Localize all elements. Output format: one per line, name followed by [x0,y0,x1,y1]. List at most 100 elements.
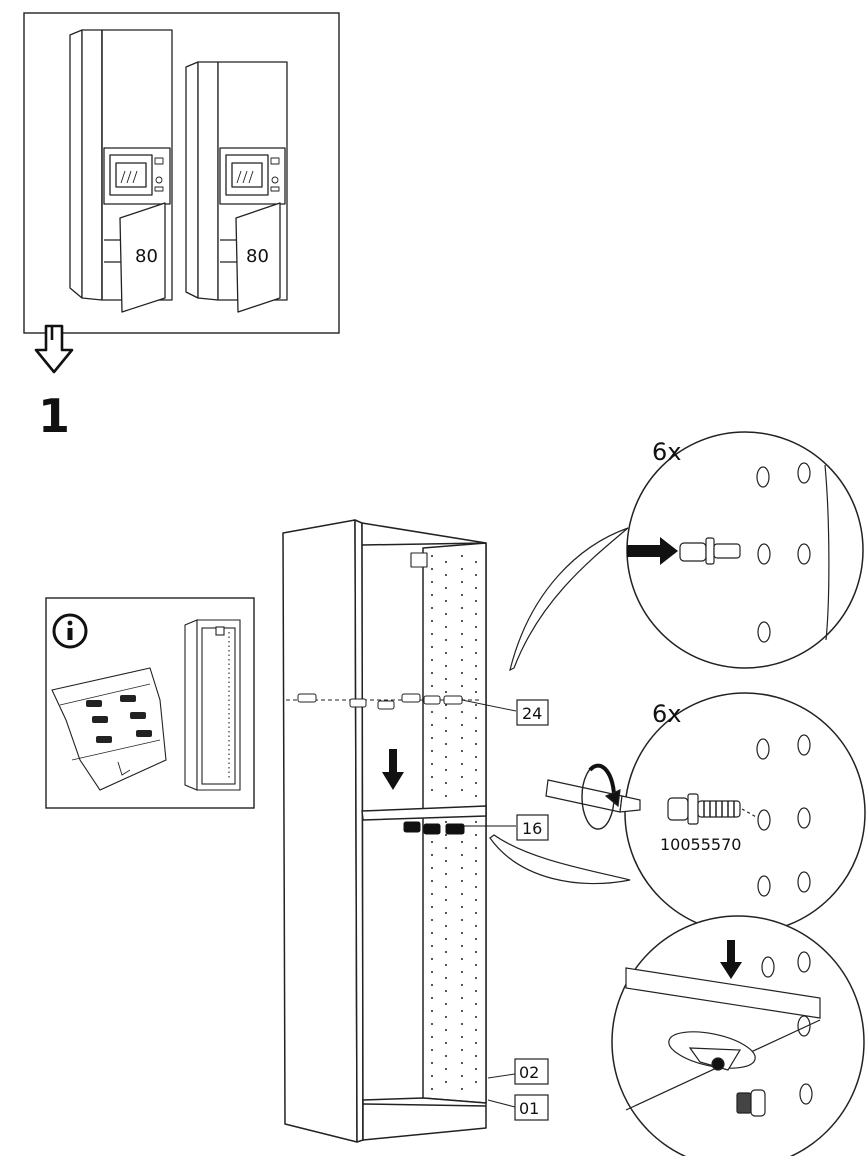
hole-dot [475,613,477,615]
hole-dot [475,821,477,823]
hole-dot [445,1003,447,1005]
hardware-bag [51,667,167,791]
hole-dot [445,1081,447,1083]
hole-dot [461,789,463,791]
hole-dot [475,1081,477,1083]
hole-dot [461,1023,463,1025]
hole-dot [445,1016,447,1018]
hole-dot [461,1075,463,1077]
hole-dot [445,1029,447,1031]
hole-dot [475,730,477,732]
hole-dot [431,841,433,843]
hole-dot [461,776,463,778]
screw [667,793,759,825]
hole-dot [475,886,477,888]
hole-dot [461,945,463,947]
hole-dot [431,854,433,856]
screwdriver [545,763,641,830]
hole-dot [461,841,463,843]
hole-dot [431,750,433,752]
hole-dot [475,1055,477,1057]
svg-text:24: 24 [522,704,542,723]
hole-dot [431,620,433,622]
hole-dot [475,990,477,992]
hole-dot [461,724,463,726]
hole-dot [445,886,447,888]
preview-cabinet-right-label: 80 [246,246,269,267]
hole-dot [431,672,433,674]
hole-dot [461,919,463,921]
hole-dot [445,1055,447,1057]
hole-dot [475,600,477,602]
hole-dot [475,1029,477,1031]
preview-panel: 80 80 [23,12,340,334]
hole-dot [431,607,433,609]
hole-dot [461,581,463,583]
hole-dot [461,672,463,674]
hole-dot [475,1042,477,1044]
hole-dot [475,587,477,589]
hole-dot [431,659,433,661]
hole-dot [445,626,447,628]
hole-dot [445,678,447,680]
hole-dot [431,789,433,791]
hole-dot [461,620,463,622]
hole-dot [461,659,463,661]
preview-cabinet-left-label: 80 [135,246,158,267]
hole-dot [431,1036,433,1038]
hole-dot [461,1062,463,1064]
hole-dot [431,1088,433,1090]
hole-dot [431,633,433,635]
hole-dot [461,906,463,908]
hole-dot [445,795,447,797]
hole-dot [445,561,447,563]
hole-dot [431,555,433,557]
hole-dot [445,964,447,966]
svg-text:16: 16 [522,819,542,838]
hole-dot [461,971,463,973]
hole-dot [475,782,477,784]
hole-dot [431,737,433,739]
hole-dot [461,646,463,648]
hole-dot [431,581,433,583]
hole-dot [431,867,433,869]
preview-cabinet-left: 80 [69,29,173,313]
callout-shelf-detail [611,915,865,1156]
hole-dot [461,854,463,856]
hole-dot [475,951,477,953]
hole-dot [431,932,433,934]
hole-dot [475,743,477,745]
hole-dot [445,821,447,823]
info-icon [52,613,88,649]
hole-dot [475,977,477,979]
hole-dot [445,925,447,927]
callout-screws-qty: 6x [652,700,681,728]
hole-dot [431,763,433,765]
hole-dot [475,860,477,862]
hole-dot [475,652,477,654]
shelf-pins [286,693,517,712]
hole-dot [475,938,477,940]
hole-dot [461,737,463,739]
svg-text:02: 02 [519,1063,539,1082]
hole-dot [431,568,433,570]
part-label-shelf-pin: 24 [516,699,549,726]
hole-dot [475,1068,477,1070]
hole-dot [431,971,433,973]
hole-dot [431,646,433,648]
shelf-down-arrow-icon [382,749,404,790]
hole-dot [445,782,447,784]
svg-text:01: 01 [519,1099,539,1118]
hole-dot [431,685,433,687]
hole-dot [445,613,447,615]
hole-dot [445,938,447,940]
hole-dot [445,691,447,693]
hole-dot [475,964,477,966]
hole-dot [461,750,463,752]
detail-down-arrow-icon [720,940,742,979]
hole-dot [475,665,477,667]
hole-dot [475,873,477,875]
hole-dot [431,1075,433,1077]
callout-screws: 6x 10055570 [489,692,866,934]
hole-dot [461,594,463,596]
